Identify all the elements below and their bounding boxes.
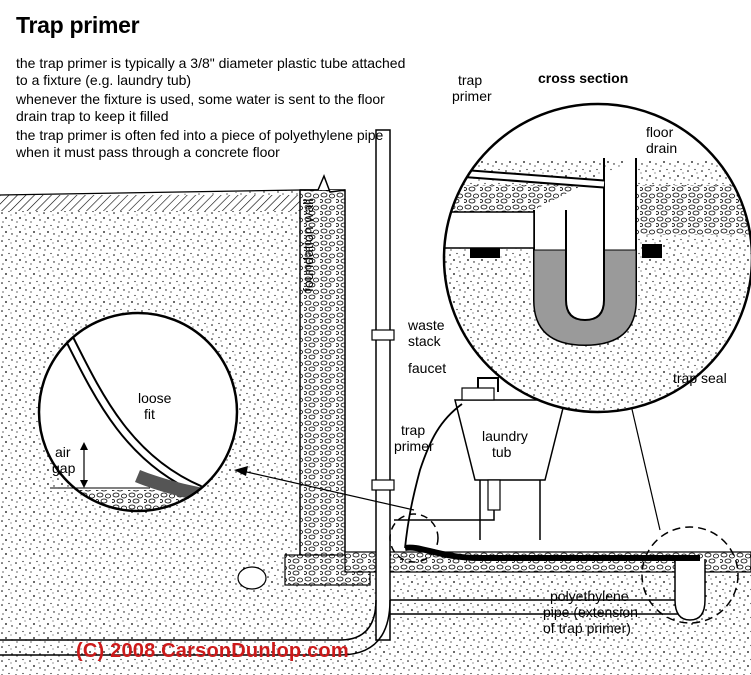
cross-section-circle bbox=[442, 102, 751, 414]
arrow-to-airgap-detail bbox=[237, 469, 415, 511]
trap-primer-top-label: primer bbox=[452, 88, 492, 104]
foundation-wall-label: foundation wall bbox=[300, 198, 316, 292]
polyethylene-label: pipe (extension bbox=[543, 604, 638, 620]
loose-fit-label: loose bbox=[138, 390, 172, 406]
waste-stack bbox=[375, 129, 391, 641]
polyethylene-label: polyethylene bbox=[550, 588, 629, 604]
floor-drain-label: drain bbox=[646, 140, 678, 156]
intro-text: the trap primer is typically a 3/8" diam… bbox=[16, 55, 406, 163]
air-gap-label: gap bbox=[52, 460, 76, 476]
intro-line: the trap primer is often fed into a piec… bbox=[16, 127, 384, 160]
detail-circle-drain bbox=[641, 526, 739, 624]
weeping-tile bbox=[237, 566, 267, 590]
faucet-label: faucet bbox=[408, 360, 447, 376]
faucet bbox=[461, 387, 495, 401]
grade-surface bbox=[0, 195, 300, 211]
waste-stack-label: waste bbox=[408, 317, 445, 333]
intro-line: the trap primer is typically a 3/8" diam… bbox=[16, 55, 406, 88]
air-gap-circle bbox=[37, 311, 239, 513]
floor-drain-trap bbox=[674, 555, 706, 621]
trap-primer-tube bbox=[404, 403, 463, 549]
air-gap-detail bbox=[39, 313, 237, 511]
polyethylene-label: of trap primer) bbox=[543, 620, 631, 636]
arrow-to-cross-section bbox=[627, 391, 661, 531]
copyright-notice: (C) 2008 CarsonDunlop.com bbox=[76, 640, 349, 662]
diagram-title: Trap primer bbox=[16, 12, 140, 38]
trap-seal-label: trap seal bbox=[673, 370, 727, 386]
trap-primer-mid-label: trap bbox=[401, 422, 426, 438]
laundry-tub-label: laundry bbox=[482, 428, 528, 444]
air-gap-label: air bbox=[55, 444, 71, 460]
polyethylene-pipe bbox=[404, 544, 700, 561]
cross-section-detail bbox=[444, 104, 751, 412]
loose-fit-label: fit bbox=[144, 406, 155, 422]
laundry-tub bbox=[454, 399, 566, 481]
trap-primer-top-label: trap bbox=[458, 72, 483, 88]
waste-stack-label: stack bbox=[408, 333, 441, 349]
detail-circle-entry bbox=[389, 513, 439, 563]
floor-drain-label: floor bbox=[646, 124, 674, 140]
cross-section-label: cross section bbox=[538, 70, 629, 86]
laundry-tub-label: tub bbox=[492, 444, 512, 460]
trap-primer-mid-label: primer bbox=[394, 438, 434, 454]
intro-line: whenever the fixture is used, some water… bbox=[16, 91, 385, 124]
